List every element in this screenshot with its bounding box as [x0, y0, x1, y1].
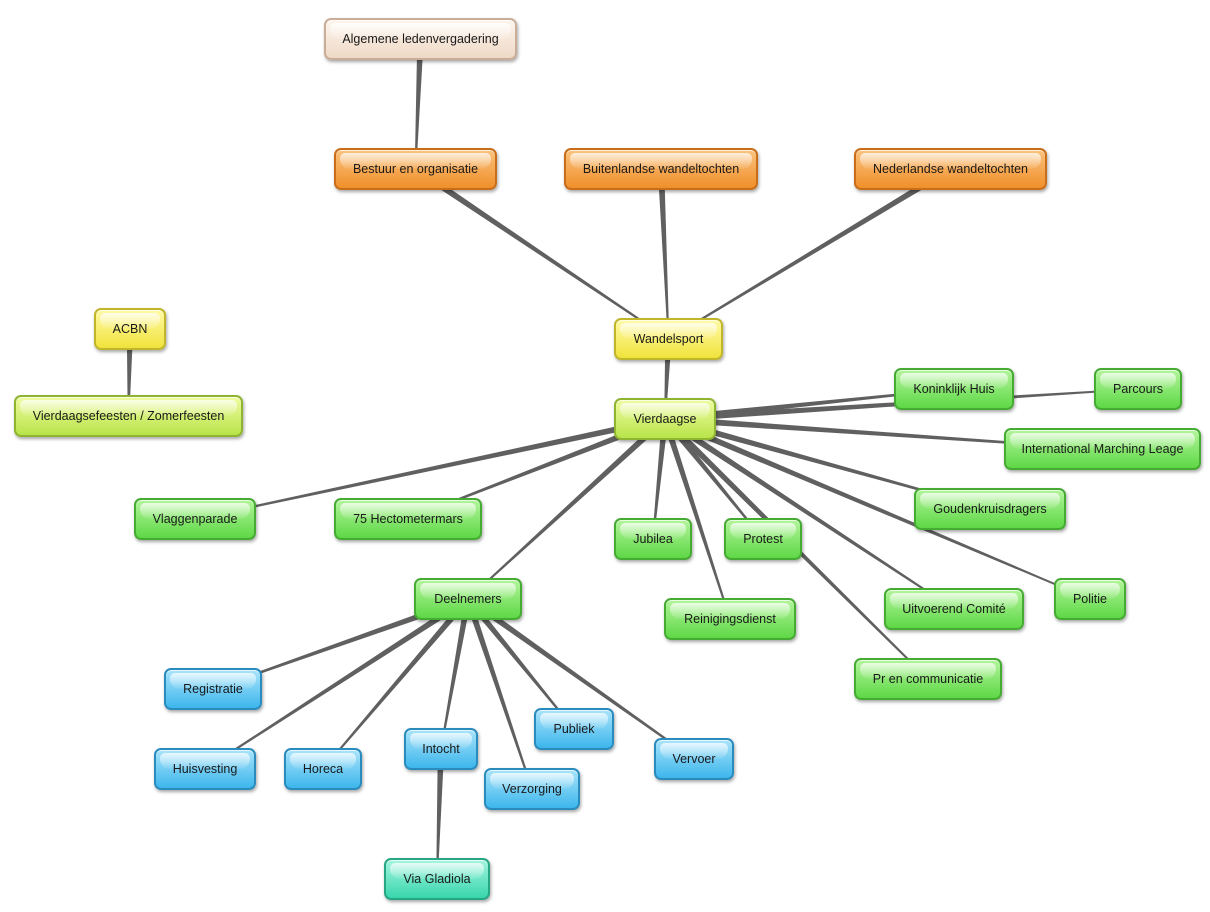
connector-deelnemers-intocht	[440, 598, 472, 750]
node-intocht[interactable]: Intocht	[404, 728, 478, 770]
node-label: International Marching Leage	[1021, 442, 1184, 456]
node-nederlandse-wandeltochten[interactable]: Nederlandse wandeltochten	[854, 148, 1047, 190]
node-label: Huisvesting	[172, 762, 238, 776]
node-label: Buitenlandse wandeltochten	[582, 162, 740, 176]
node-label: Publiek	[553, 722, 595, 736]
node-pr-en-communicatie[interactable]: Pr en communicatie	[854, 658, 1002, 700]
node-label: Nederlandse wandeltochten	[873, 162, 1028, 176]
node-registratie[interactable]: Registratie	[164, 668, 262, 710]
connector-vierdaagse-reinigingsdienst	[662, 418, 731, 620]
connector-acbn-vierdaagsefeesten	[126, 328, 134, 416]
connector-deelnemers-vervoer	[466, 596, 695, 760]
node-75-hectometermars[interactable]: 75 Hectometermars	[334, 498, 482, 540]
node-label: Algemene ledenvergadering	[342, 32, 499, 46]
node-goudenkruisdragers[interactable]: Goudenkruisdragers	[914, 488, 1066, 530]
node-parcours[interactable]: Parcours	[1094, 368, 1182, 410]
node-horeca[interactable]: Horeca	[284, 748, 362, 790]
connector-vierdaagse-vlaggenparade	[194, 415, 666, 520]
node-label: Via Gladiola	[403, 872, 471, 886]
node-international-marching-leage[interactable]: International Marching Leage	[1004, 428, 1201, 470]
node-verzorging[interactable]: Verzorging	[484, 768, 580, 810]
node-label: Vierdaagse	[633, 412, 697, 426]
connector-vierdaagse-imleage	[664, 415, 1103, 450]
node-label: Horeca	[302, 762, 344, 776]
node-jubilea[interactable]: Jubilea	[614, 518, 692, 560]
node-label: Protest	[743, 532, 783, 546]
node-buitenlandse-wandeltochten[interactable]: Buitenlandse wandeltochten	[564, 148, 758, 190]
node-label: Goudenkruisdragers	[933, 502, 1047, 516]
node-wandelsport[interactable]: Wandelsport	[614, 318, 723, 360]
node-label: Uitvoerend Comité	[902, 602, 1006, 616]
node-uitvoerend-comite[interactable]: Uitvoerend Comité	[884, 588, 1024, 630]
node-vervoer[interactable]: Vervoer	[654, 738, 734, 780]
node-label: Vierdaagsefeesten / Zomerfeesten	[32, 409, 225, 423]
node-algemene-ledenvergadering[interactable]: Algemene ledenvergadering	[324, 18, 517, 60]
node-label: Intocht	[422, 742, 460, 756]
connector-nederlandse-wandelsport	[668, 166, 953, 340]
connector-buitenlandse-wandelsport	[657, 168, 670, 339]
connector-algemene-bestuur	[414, 38, 424, 170]
node-label: Verzorging	[502, 782, 562, 796]
connector-deelnemers-publiek	[465, 597, 575, 730]
node-label: Koninklijk Huis	[913, 382, 995, 396]
node-vierdaagsefeesten-zomerfeesten[interactable]: Vierdaagsefeesten / Zomerfeesten	[14, 395, 243, 437]
node-label: Vervoer	[672, 752, 716, 766]
connector-vierdaagse-uitvoerend	[663, 416, 955, 610]
node-label: Bestuur en organisatie	[352, 162, 479, 176]
node-publiek[interactable]: Publiek	[534, 708, 614, 750]
connector-vierdaagse-politie	[663, 416, 1091, 600]
connector-vierdaagse-jubilea	[652, 418, 669, 540]
node-label: ACBN	[112, 322, 148, 336]
node-label: Vlaggenparade	[152, 512, 238, 526]
node-politie[interactable]: Politie	[1054, 578, 1126, 620]
node-reinigingsdienst[interactable]: Reinigingsdienst	[664, 598, 796, 640]
node-label: Registratie	[183, 682, 243, 696]
node-label: 75 Hectometermars	[353, 512, 463, 526]
node-protest[interactable]: Protest	[724, 518, 802, 560]
node-label: Wandelsport	[633, 332, 704, 346]
node-label: Deelnemers	[434, 592, 502, 606]
node-bestuur-en-organisatie[interactable]: Bestuur en organisatie	[334, 148, 497, 190]
connector-intocht-viagladiola	[436, 748, 445, 879]
connector-deelnemers-registratie	[212, 596, 470, 690]
node-via-gladiola[interactable]: Via Gladiola	[384, 858, 490, 900]
node-koninklijk-huis[interactable]: Koninklijk Huis	[894, 368, 1014, 410]
node-label: Politie	[1072, 592, 1108, 606]
node-vlaggenparade[interactable]: Vlaggenparade	[134, 498, 256, 540]
connector-deelnemers-huisvesting	[204, 596, 470, 770]
node-acbn[interactable]: ACBN	[94, 308, 166, 350]
connector-vierdaagse-hectometermars	[407, 416, 667, 520]
node-label: Reinigingsdienst	[684, 612, 776, 626]
node-label: Parcours	[1112, 382, 1164, 396]
connector-vierdaagse-deelnemers	[467, 416, 668, 600]
connector-bestuur-wandelsport	[413, 166, 669, 340]
connector-deelnemers-horeca	[322, 596, 471, 770]
node-deelnemers[interactable]: Deelnemers	[414, 578, 522, 620]
node-huisvesting[interactable]: Huisvesting	[154, 748, 256, 790]
node-vierdaagse[interactable]: Vierdaagse	[614, 398, 716, 440]
connector-vierdaagse-protest	[662, 417, 764, 540]
connector-deelnemers-verzorging	[465, 598, 533, 790]
node-label: Jubilea	[633, 532, 673, 546]
connector-vierdaagse-goudenkruis	[664, 415, 991, 510]
node-label: Pr en communicatie	[872, 672, 984, 686]
